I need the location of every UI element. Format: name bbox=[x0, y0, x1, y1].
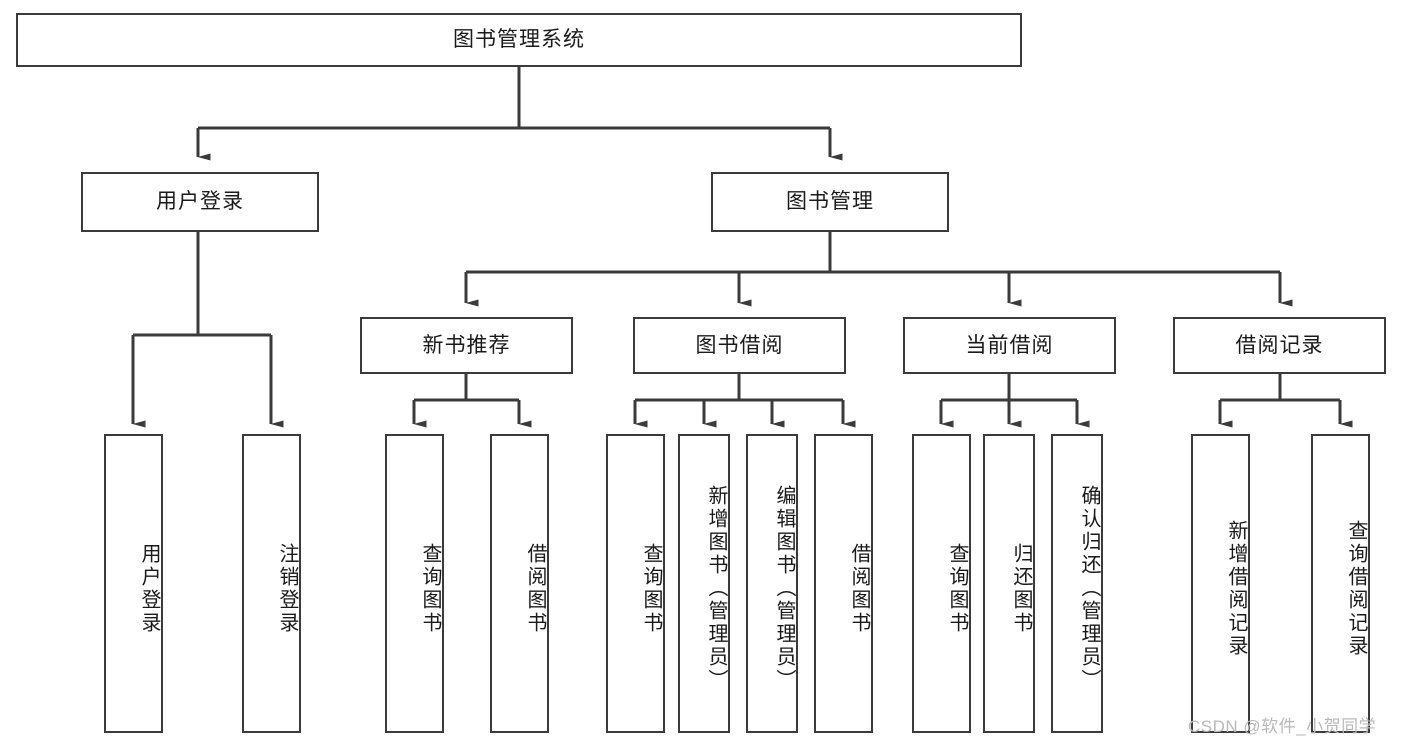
node-current-borrow-label: 当前借阅 bbox=[965, 333, 1054, 357]
node-leaf-confirm-return-admin[interactable]: 确认归还（管理员） bbox=[1051, 434, 1103, 733]
node-leaf-edit-book-admin[interactable]: 编辑图书（管理员） bbox=[746, 434, 798, 733]
node-book-borrow-label: 图书借阅 bbox=[695, 333, 784, 357]
node-leaf-query-borrow-record[interactable]: 查询借阅记录 bbox=[1311, 434, 1370, 733]
node-leaf-borrow-book-recommend[interactable]: 借阅图书 bbox=[490, 434, 549, 733]
node-leaf-query-book-borrow-label: 查询图书 bbox=[640, 542, 662, 635]
node-leaf-add-book-admin-label: 新增图书（管理员） bbox=[705, 485, 727, 692]
node-current-borrow[interactable]: 当前借阅 bbox=[903, 317, 1116, 374]
node-book-management-label: 图书管理 bbox=[786, 190, 874, 214]
node-leaf-logout-label: 注销登录 bbox=[276, 542, 298, 635]
node-leaf-add-borrow-record[interactable]: 新增借阅记录 bbox=[1191, 434, 1250, 733]
node-leaf-user-login-label: 用户登录 bbox=[138, 542, 160, 635]
node-user-login[interactable]: 用户登录 bbox=[81, 172, 319, 232]
node-leaf-add-borrow-record-label: 新增借阅记录 bbox=[1225, 519, 1247, 658]
node-leaf-borrow-book-recommend-label: 借阅图书 bbox=[524, 542, 546, 635]
node-root-book-management-system[interactable]: 图书管理系统 bbox=[16, 13, 1022, 67]
csdn-watermark: CSDN @软件_小贺同学 bbox=[1188, 717, 1377, 736]
node-new-book-recommend[interactable]: 新书推荐 bbox=[360, 317, 573, 374]
node-leaf-query-book-recommend-label: 查询图书 bbox=[419, 542, 441, 635]
node-borrow-record[interactable]: 借阅记录 bbox=[1173, 317, 1386, 374]
node-user-login-label: 用户登录 bbox=[156, 190, 244, 214]
node-leaf-query-book-current-label: 查询图书 bbox=[946, 542, 968, 635]
node-leaf-borrow-book[interactable]: 借阅图书 bbox=[814, 434, 873, 733]
node-book-borrow[interactable]: 图书借阅 bbox=[633, 317, 846, 374]
node-leaf-logout[interactable]: 注销登录 bbox=[242, 434, 301, 733]
node-leaf-query-book-recommend[interactable]: 查询图书 bbox=[385, 434, 444, 733]
node-leaf-query-book-borrow[interactable]: 查询图书 bbox=[606, 434, 665, 733]
node-leaf-user-login[interactable]: 用户登录 bbox=[104, 434, 163, 733]
node-book-management[interactable]: 图书管理 bbox=[711, 172, 949, 232]
node-leaf-borrow-book-label: 借阅图书 bbox=[848, 542, 870, 635]
node-root-label: 图书管理系统 bbox=[453, 28, 585, 52]
node-leaf-query-borrow-record-label: 查询借阅记录 bbox=[1345, 519, 1367, 658]
node-leaf-edit-book-admin-label: 编辑图书（管理员） bbox=[773, 485, 795, 692]
node-leaf-return-book-label: 归还图书 bbox=[1010, 542, 1032, 635]
node-leaf-return-book[interactable]: 归还图书 bbox=[983, 434, 1035, 733]
node-borrow-record-label: 借阅记录 bbox=[1235, 333, 1324, 357]
node-leaf-add-book-admin[interactable]: 新增图书（管理员） bbox=[678, 434, 730, 733]
node-new-book-recommend-label: 新书推荐 bbox=[422, 333, 511, 357]
node-leaf-query-book-current[interactable]: 查询图书 bbox=[912, 434, 971, 733]
node-leaf-confirm-return-admin-label: 确认归还（管理员） bbox=[1078, 485, 1100, 692]
